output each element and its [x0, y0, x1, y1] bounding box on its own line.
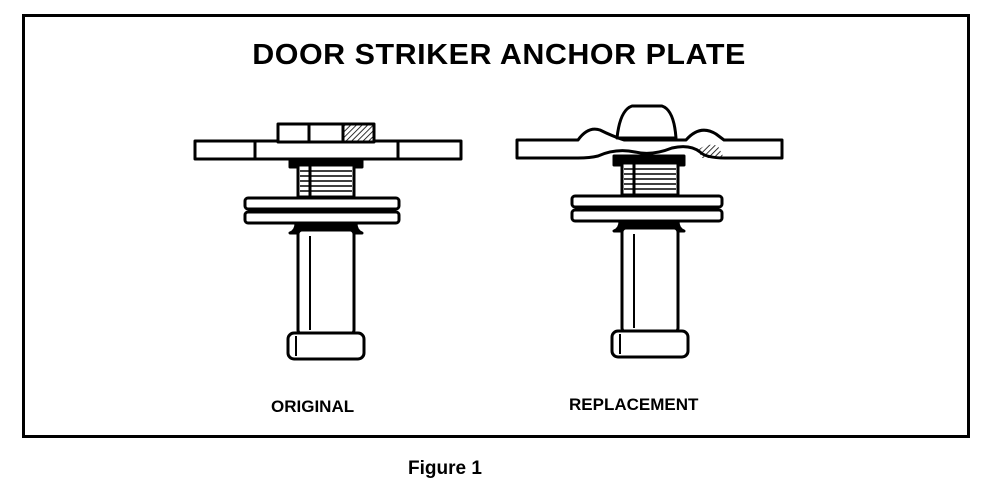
replacement-head: [610, 329, 690, 359]
diagram-title: DOOR STRIKER ANCHOR PLATE: [252, 39, 746, 71]
original-label: ORIGINAL: [271, 397, 355, 416]
replacement-dome: [615, 104, 678, 140]
original-plate: [193, 139, 463, 161]
replacement-washer-upper: [570, 194, 724, 209]
figure-frame: DOOR STRIKER ANCHOR PLATE ORIGINAL REPLA…: [22, 14, 970, 438]
replacement-label: REPLACEMENT: [569, 395, 699, 414]
original-washer-upper: [243, 196, 401, 211]
original-washer-lower: [243, 210, 401, 225]
original-anchor-plate: [193, 122, 463, 361]
replacement-washer-lower: [570, 208, 724, 223]
replacement-anchor-plate: [515, 104, 784, 359]
figure-caption: Figure 1: [408, 458, 482, 479]
original-shaft: [296, 228, 356, 336]
original-head: [286, 331, 366, 361]
replacement-shaft: [620, 226, 680, 334]
